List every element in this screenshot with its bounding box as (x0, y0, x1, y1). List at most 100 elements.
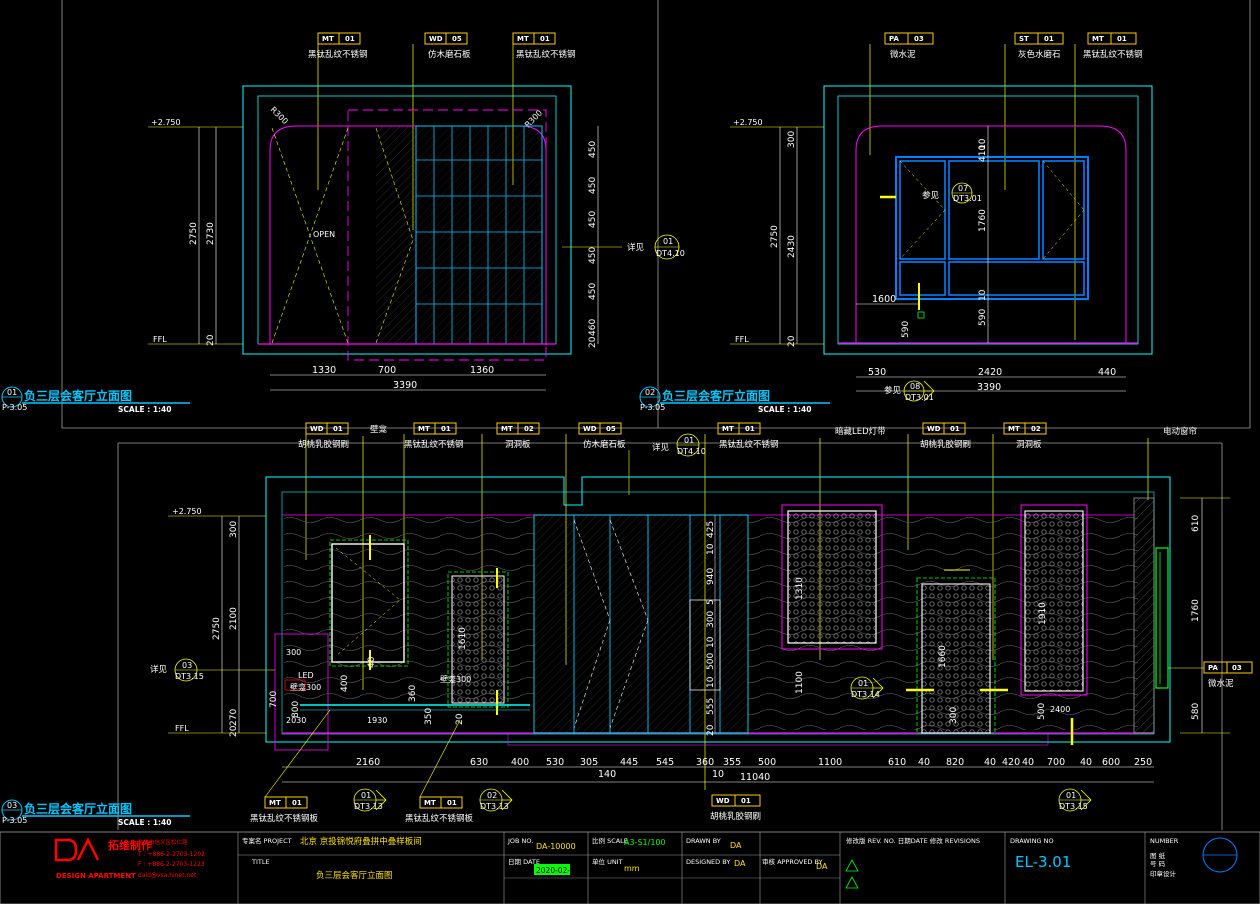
svg-text:负三层会客厅立面图: 负三层会客厅立面图 (662, 388, 770, 403)
svg-text:DESIGN APARTMENT: DESIGN APARTMENT (56, 872, 136, 880)
svg-text:600: 600 (1102, 757, 1120, 768)
svg-text:WD: WD (429, 35, 443, 43)
svg-text:DESIGNED BY: DESIGNED BY (686, 858, 730, 866)
svg-text:01: 01 (292, 799, 302, 807)
svg-text:单位 UNIT: 单位 UNIT (592, 857, 623, 866)
svg-text:专案名 PROJECT: 专案名 PROJECT (242, 836, 292, 845)
svg-text:SCALE : 1:40: SCALE : 1:40 (118, 405, 172, 414)
svg-text:DT3.01: DT3.01 (905, 393, 934, 402)
door-open-label: OPEN (313, 230, 335, 239)
svg-text:300: 300 (706, 611, 716, 628)
svg-text:黑钛乱纹不锈钢板: 黑钛乱纹不锈钢板 (250, 813, 319, 824)
svg-text:灰色水磨石: 灰色水磨石 (1018, 49, 1061, 60)
svg-text:425: 425 (706, 521, 716, 538)
svg-text:JOB NO.: JOB NO. (507, 837, 533, 845)
svg-text:800: 800 (291, 701, 301, 718)
svg-text:590: 590 (901, 321, 911, 338)
svg-text:450: 450 (588, 247, 598, 264)
svg-text:TITLE: TITLE (251, 858, 270, 866)
svg-text:2420: 2420 (978, 367, 1002, 378)
svg-text:壁龛300: 壁龛300 (440, 674, 471, 684)
svg-text:负三层会客厅立面图: 负三层会客厅立面图 (316, 870, 393, 881)
svg-text:02: 02 (524, 425, 534, 433)
bottom-dimension-chain: 2160 630 400 530 305 445 545 360 355 500… (356, 757, 1152, 768)
svg-text:负三层会客厅立面图: 负三层会客厅立面图 (24, 801, 132, 816)
svg-text:40: 40 (984, 757, 996, 768)
svg-text:03: 03 (914, 35, 924, 43)
svg-text:01: 01 (1044, 35, 1054, 43)
svg-text:40: 40 (1022, 757, 1034, 768)
svg-text:630: 630 (470, 757, 488, 768)
elevation-top-right: PA 03 微水泥 ST 01 灰色水磨石 MT 01 黑钛乱纹不锈钢 (639, 32, 1153, 414)
svg-text:3390: 3390 (977, 382, 1001, 393)
svg-text:壁龛: 壁龛 (370, 424, 388, 435)
svg-text:1360: 1360 (470, 365, 494, 376)
svg-text:20: 20 (706, 724, 716, 736)
svg-text:01: 01 (741, 797, 751, 805)
svg-text:详见: 详见 (150, 664, 168, 675)
svg-text:20: 20 (455, 713, 465, 725)
svg-text:1910: 1910 (1038, 602, 1048, 625)
svg-text:+2.750: +2.750 (733, 118, 763, 127)
svg-text:40: 40 (1080, 757, 1092, 768)
svg-text:WD: WD (716, 797, 730, 805)
svg-text:mm: mm (624, 864, 640, 873)
svg-text:450: 450 (588, 177, 598, 194)
svg-text:555: 555 (706, 698, 716, 715)
svg-text:详见: 详见 (627, 242, 645, 253)
svg-text:20: 20 (229, 725, 239, 737)
svg-text:仿木磨石板: 仿木磨石板 (583, 439, 626, 450)
material-tag: MT 01 黑钛乱纹不锈钢 (308, 32, 368, 190)
svg-text:08: 08 (910, 382, 920, 391)
svg-text:820: 820 (946, 757, 964, 768)
svg-text:参见: 参见 (922, 190, 940, 201)
svg-text:940: 940 (706, 568, 716, 585)
svg-text:DA-10000: DA-10000 (536, 842, 576, 851)
svg-text:1760: 1760 (1191, 599, 1201, 622)
svg-text:WD: WD (310, 425, 324, 433)
svg-text:20: 20 (787, 335, 797, 347)
svg-text:+2.750: +2.750 (172, 507, 202, 516)
svg-text:300: 300 (949, 707, 959, 724)
door-dimension-chain: 425 10 940 5 300 10 500 10 555 20 (706, 521, 716, 736)
sheet-frame (61, 0, 1251, 830)
svg-text:400: 400 (511, 757, 529, 768)
svg-text:01: 01 (7, 388, 17, 397)
svg-text:MT: MT (418, 425, 430, 433)
svg-text:610: 610 (1191, 515, 1201, 532)
svg-text:445: 445 (620, 757, 638, 768)
material-tag: MT 01 黑钛乱纹不锈钢板 (250, 709, 331, 824)
svg-text:530: 530 (546, 757, 564, 768)
svg-text:FFL: FFL (175, 724, 189, 733)
svg-text:DA: DA (816, 862, 828, 871)
svg-text:2100: 2100 (229, 607, 239, 630)
svg-text:01: 01 (663, 237, 673, 246)
svg-text:MT: MT (269, 799, 281, 807)
svg-text:胡桃乳胶钢刷: 胡桃乳胶钢刷 (920, 439, 971, 450)
svg-text:03: 03 (7, 801, 17, 810)
svg-text:500: 500 (706, 653, 716, 670)
svg-text:545: 545 (656, 757, 674, 768)
svg-text:1330: 1330 (312, 365, 336, 376)
svg-text:拓维制作: 拓维制作 (108, 838, 152, 852)
revision-triangle-icon (845, 859, 859, 889)
svg-text:530: 530 (868, 367, 886, 378)
svg-text:300: 300 (787, 131, 797, 148)
svg-text:10: 10 (706, 676, 716, 688)
svg-text:黑钛乱纹不锈钢: 黑钛乱纹不锈钢 (308, 49, 368, 60)
svg-text:NUMBER: NUMBER (1150, 837, 1179, 845)
svg-text:MT: MT (1008, 425, 1020, 433)
svg-text:DT3.14: DT3.14 (851, 690, 880, 699)
svg-text:20: 20 (588, 336, 598, 348)
svg-text:420: 420 (1002, 757, 1020, 768)
svg-text:02: 02 (1031, 425, 1041, 433)
svg-text:LED: LED (298, 671, 314, 680)
svg-text:01: 01 (361, 791, 371, 800)
right-dimension-chain: 450 450 450 450 450 460 20 (588, 141, 598, 348)
section-callout: 01 DT3.13 (353, 788, 387, 812)
svg-text:EL-3.01: EL-3.01 (1015, 853, 1071, 871)
svg-text:500: 500 (1037, 703, 1047, 720)
svg-text:PA: PA (1208, 664, 1218, 672)
svg-text:2430: 2430 (787, 235, 797, 258)
section-callout: 01 DT3.14 (850, 676, 884, 700)
